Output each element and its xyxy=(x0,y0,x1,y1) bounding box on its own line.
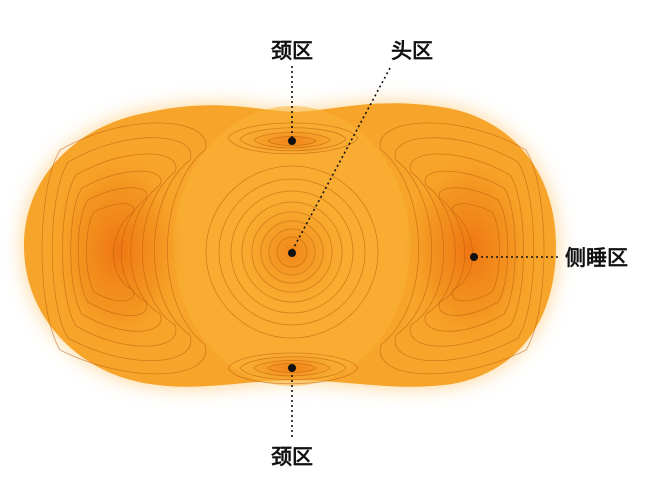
neck-top-marker xyxy=(288,137,296,145)
head-marker xyxy=(288,249,296,257)
neck-bottom-contours xyxy=(227,352,359,385)
head-annotation xyxy=(288,67,391,257)
neck-top-contours xyxy=(227,122,359,155)
neck-top-annotation xyxy=(288,66,296,145)
head-label: 头区 xyxy=(391,39,433,63)
neck-bottom-label: 颈区 xyxy=(271,445,313,469)
left-side-core xyxy=(48,145,188,355)
head-contours xyxy=(205,165,379,339)
side-sleep-marker xyxy=(470,253,478,261)
side-sleep-label: 侧睡区 xyxy=(565,246,628,270)
zone-labels: 颈区 头区 侧睡区 颈区 xyxy=(271,39,628,469)
neck-bottom-marker xyxy=(288,364,296,372)
side-sleep-annotation xyxy=(470,253,560,261)
neck-top-label: 颈区 xyxy=(271,39,313,63)
right-side-core xyxy=(400,145,540,355)
neck-bottom-annotation xyxy=(288,364,296,438)
contour-lines xyxy=(41,122,545,385)
left-side-contours xyxy=(41,122,207,375)
annotations xyxy=(288,66,560,438)
right-side-contours xyxy=(379,122,545,375)
